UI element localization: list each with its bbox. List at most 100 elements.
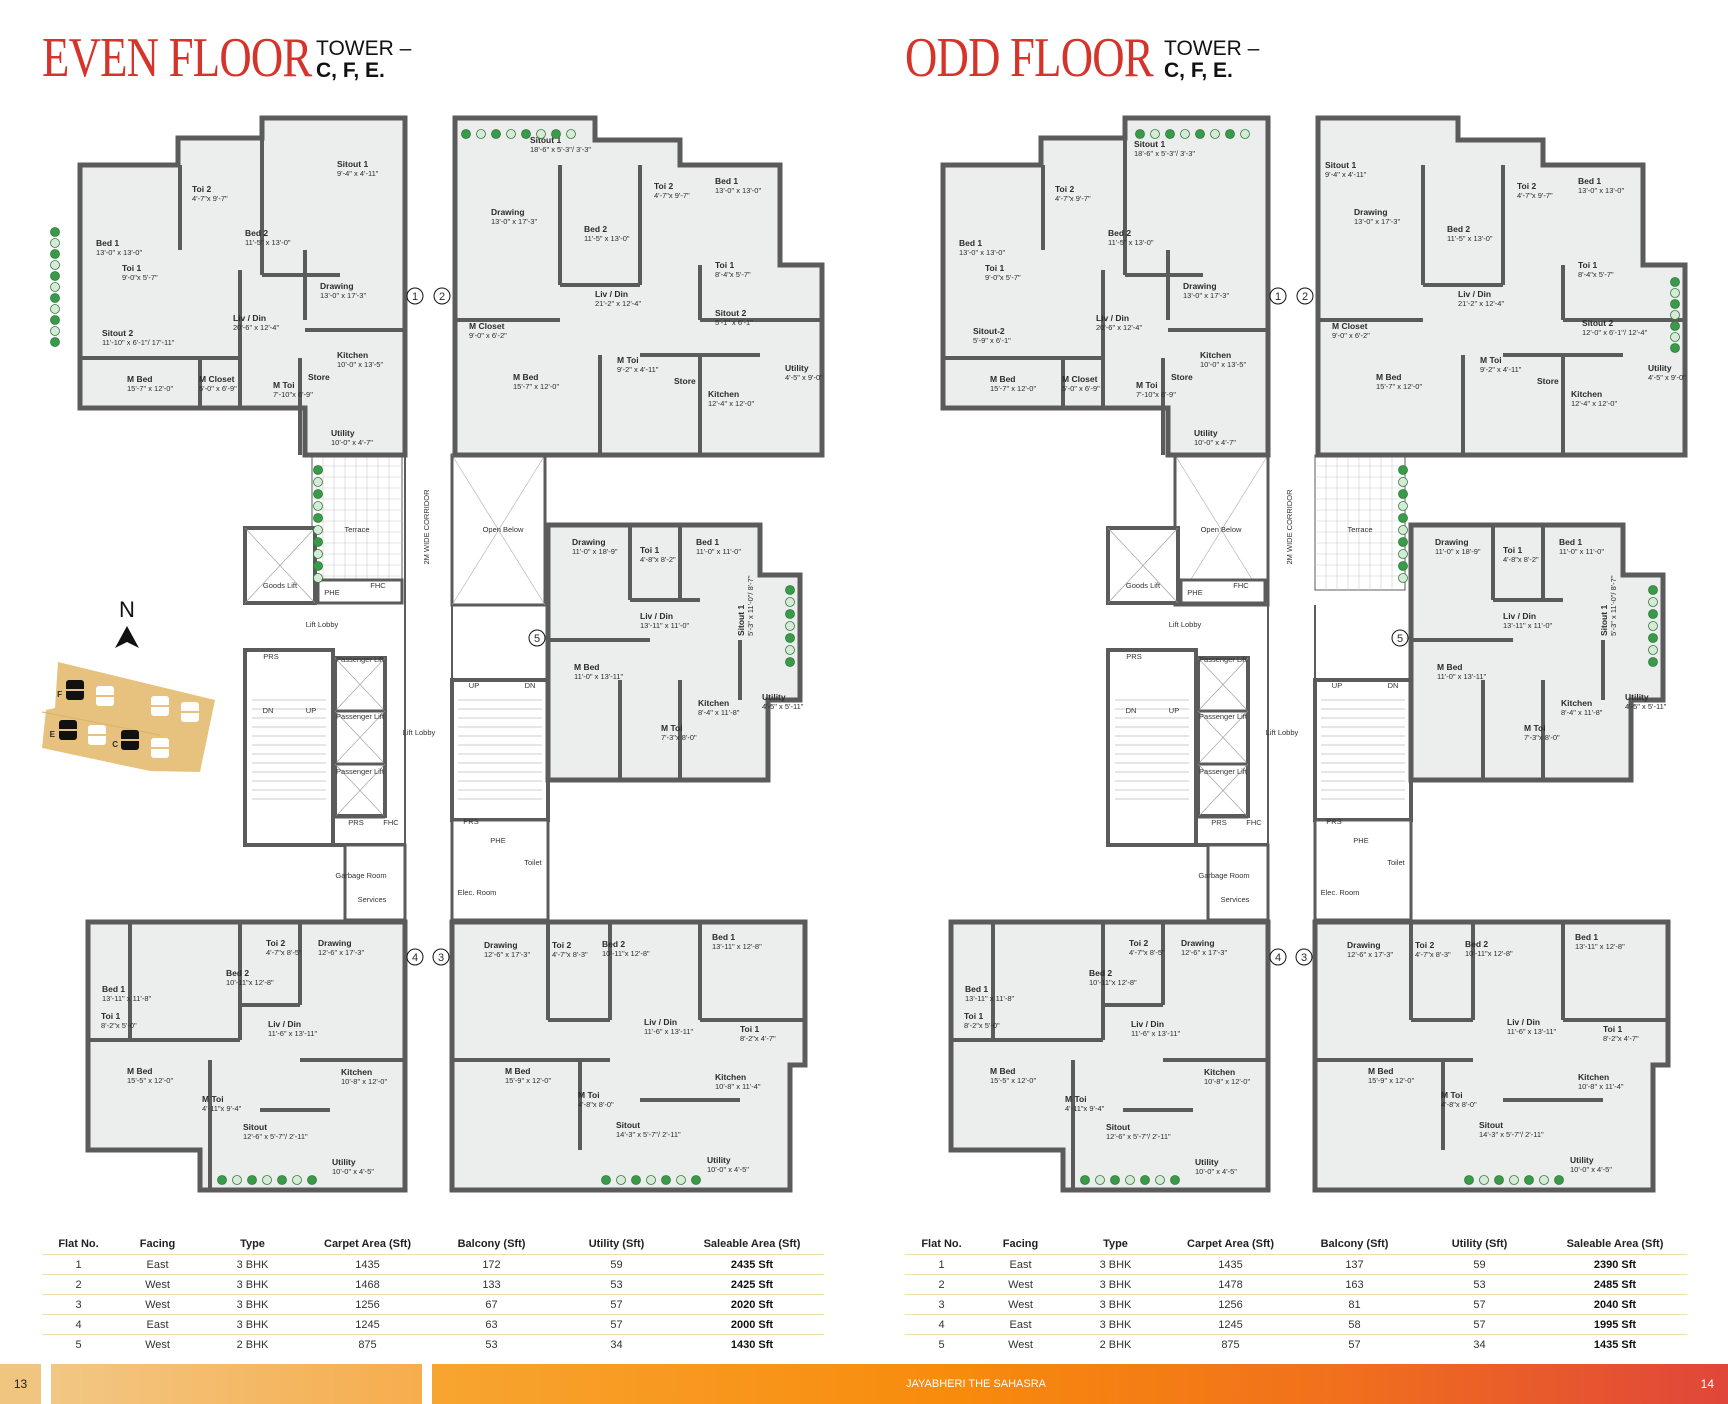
table-cell: West: [145, 1338, 170, 1351]
room-dimensions: 4'-8"x 8'-2": [1503, 555, 1539, 564]
flat-number: 2: [1302, 291, 1308, 303]
column-header: Flat No.: [905, 1233, 978, 1255]
table-cell: 3: [905, 1294, 978, 1315]
table-cell: 3 BHK: [200, 1274, 305, 1295]
table-cell: 2040 Sft: [1543, 1294, 1687, 1315]
table-cell: 2 BHK: [236, 1338, 269, 1351]
table-cell: 875: [1221, 1338, 1240, 1351]
room-name: Bed 2: [1108, 228, 1131, 238]
table-cell: West: [115, 1274, 200, 1295]
room-name: Bed 1: [102, 984, 125, 994]
column-header: Type: [200, 1233, 305, 1255]
room-dimensions: 13'-11" x 11'-0": [640, 621, 690, 630]
room-dimensions: 11'-6" x 13'-11": [268, 1029, 318, 1038]
room-label: Store: [308, 372, 330, 382]
table-cell: East: [978, 1254, 1063, 1275]
room-label: Toi 24'-7"x 9'-7": [1055, 184, 1091, 203]
plant-icon: [1398, 537, 1408, 547]
room-dimensions: 13'-0" x 13'-0": [96, 248, 142, 257]
column-header: Saleable Area (Sft): [680, 1233, 824, 1255]
room-name: Bed 2: [584, 224, 607, 234]
room-dimensions: 10'-0" x 4'-5": [1195, 1167, 1237, 1176]
room-dimensions: 12'-6" x 17'-3": [318, 948, 364, 957]
column-header: Balcony (Sft): [430, 1233, 553, 1255]
room-name: Toi 1: [715, 260, 734, 270]
plant-icon: [1648, 633, 1658, 643]
room-label: Bed 111'-0" x 11'-0": [1559, 537, 1604, 556]
table-cell: 1245: [1168, 1314, 1293, 1335]
room-label: Bed 211'-5" x 13'-0": [584, 224, 630, 243]
room-name: Store: [1171, 372, 1193, 382]
room-name: M Bed: [1368, 1066, 1394, 1076]
core-label: PRS: [263, 652, 278, 661]
room-dimensions: 10'-8" x 12'-0": [341, 1077, 387, 1086]
plant-icon: [313, 573, 323, 583]
plant-icon: [1135, 129, 1145, 139]
room-name: Utility: [1195, 1157, 1219, 1167]
plant-icon: [1648, 645, 1658, 655]
room-name: M Closet: [1332, 321, 1368, 331]
room-name: Liv / Din: [1131, 1019, 1164, 1029]
room-name: Bed 1: [696, 537, 719, 547]
plant-icon: [785, 609, 795, 619]
column-header: Type: [1063, 1233, 1168, 1255]
room-dimensions: 12'-4" x 12'-0": [1571, 399, 1617, 408]
room-dimensions: 8'-2"x 4'-7": [740, 1034, 776, 1043]
room-name: Drawing: [320, 281, 354, 291]
room-dimensions: 9'-0" x 6'-2": [469, 331, 507, 340]
room-label: Toi 24'-7"x 8'-5": [266, 938, 302, 957]
room-name: M Closet: [469, 321, 505, 331]
room-name: Bed 2: [1089, 968, 1112, 978]
column-header: Utility (Sft): [1416, 1233, 1543, 1255]
room-name: M Toi: [1480, 355, 1502, 365]
room-dimensions: 9'-0"x 5'-7": [122, 273, 158, 282]
room-name: Sitout 1: [1134, 139, 1165, 149]
room-name: Utility: [332, 1157, 356, 1167]
plant-icon: [785, 657, 795, 667]
plant-icon: [476, 129, 486, 139]
plant-icon: [50, 304, 60, 314]
room-dimensions: 5'-3" x 11'-0"/ 8'-7": [746, 575, 755, 636]
room-label: Bed 211'-5" x 13'-0": [245, 228, 291, 247]
room-name: M Toi: [1065, 1094, 1087, 1104]
room-dimensions: 9'-0" x 6'-2": [1332, 331, 1370, 340]
table-cell: 2425 Sft: [680, 1274, 824, 1295]
plant-icon: [247, 1175, 257, 1185]
room-name: Bed 2: [245, 228, 268, 238]
room-name: Sitout 1: [337, 159, 368, 169]
odd-tower-line2: C, F, E.: [1164, 59, 1233, 82]
plant-icon: [1479, 1175, 1489, 1185]
core-label: PRS: [1126, 652, 1141, 661]
table-cell: 1245: [305, 1314, 430, 1335]
plant-icon: [1648, 609, 1658, 619]
room-name: Sitout: [1106, 1122, 1130, 1132]
room-name: Liv / Din: [268, 1019, 301, 1029]
room-name: Toi 2: [1055, 184, 1074, 194]
room-label: Sitout 25'-1" x 6'-1": [715, 308, 753, 327]
room-name: Bed 1: [959, 238, 982, 248]
room-dimensions: 18'-6" x 5'-3"/ 3'-3": [530, 145, 591, 154]
room-dimensions: 13'-11" x 11'-0": [1503, 621, 1553, 630]
plant-icon: [551, 129, 561, 139]
room-dimensions: 4'-7"x 9'-7": [1517, 191, 1553, 200]
room-dimensions: 4'-8"x 8'-0": [1441, 1100, 1477, 1109]
room-dimensions: 4'-11"x 9'-4": [202, 1104, 242, 1113]
flat-number-marker: [433, 287, 451, 305]
room-name: Toi 2: [552, 940, 571, 950]
